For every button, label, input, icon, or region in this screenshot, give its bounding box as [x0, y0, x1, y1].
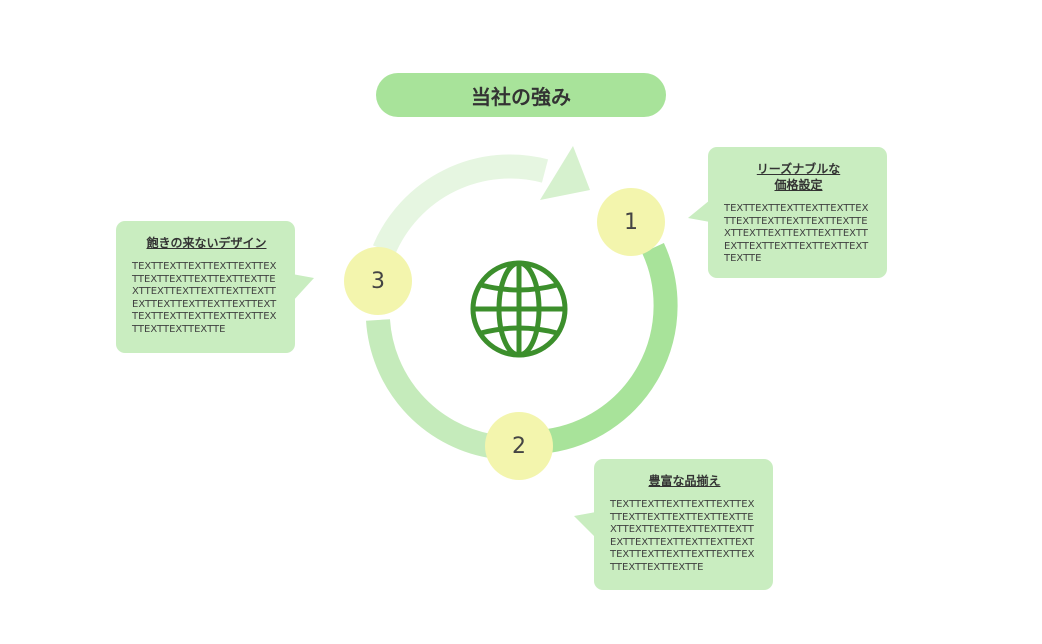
step-card-2-pointer: [574, 512, 596, 538]
step-card-3: 飽きの来ないデザイン TEXTTEXTTEXTTEXTTEXTTEXTTEXTT…: [116, 221, 295, 353]
step-1-title-line-1: リーズナブルな: [756, 162, 841, 176]
step-badge-1: 1: [597, 188, 665, 256]
step-badge-2: 2: [485, 412, 553, 480]
ring-segment-top-left: [372, 154, 549, 255]
globe-icon: [470, 260, 568, 358]
step-3-body: TEXTTEXTTEXTTEXTTEXTTEXTTEXTTEXTTEXTTEXT…: [132, 261, 277, 335]
step-1-title: リーズナブルな 価格設定: [724, 161, 873, 193]
step-1-body: TEXTTEXTTEXTTEXTTEXTTEXTTEXTTEXTTEXTTEXT…: [724, 203, 869, 265]
ring-segment-bottom-left: [366, 318, 493, 458]
step-badge-3: 3: [344, 247, 412, 315]
step-3-title: 飽きの来ないデザイン: [146, 236, 267, 250]
page-title: 当社の強み: [376, 73, 666, 117]
step-card-2: 豊富な品揃え TEXTTEXTTEXTTEXTTEXTTEXTTEXTTEXTT…: [594, 459, 773, 590]
step-2-body: TEXTTEXTTEXTTEXTTEXTTEXTTEXTTEXTTEXTTEXT…: [610, 499, 755, 573]
step-2-title: 豊富な品揃え: [648, 474, 721, 488]
step-card-1-pointer: [688, 200, 710, 222]
step-card-1: リーズナブルな 価格設定 TEXTTEXTTEXTTEXTTEXTTEXTTEX…: [708, 147, 887, 278]
cycle-arrow-head: [540, 146, 590, 200]
ring-segment-right: [546, 242, 678, 453]
step-card-3-pointer: [292, 274, 314, 302]
step-1-title-line-2: 価格設定: [774, 178, 823, 192]
